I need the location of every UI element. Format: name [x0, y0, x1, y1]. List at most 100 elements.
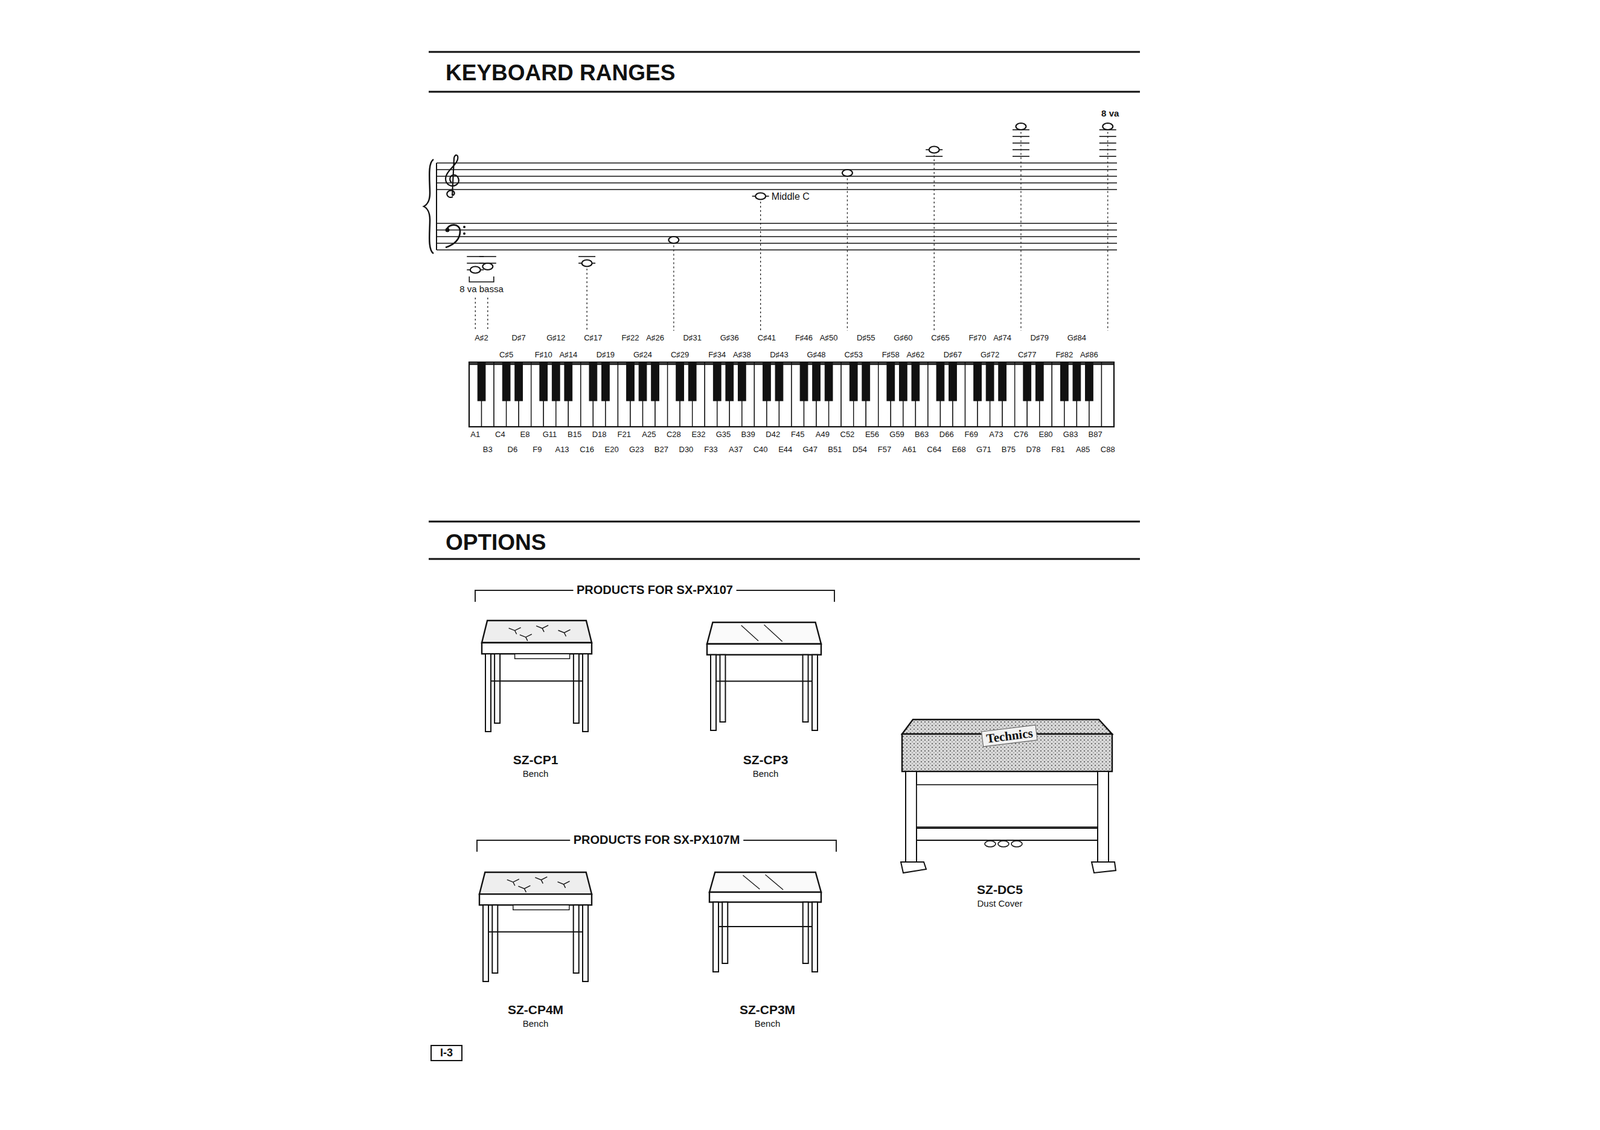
- dotted-guide-line: [673, 245, 674, 332]
- black-key: [676, 362, 685, 401]
- whole-note: [755, 193, 766, 200]
- key-label: D♯55: [856, 333, 875, 343]
- bench-seat: [481, 643, 592, 654]
- model-number: SZ-CP3: [743, 752, 789, 768]
- key-label: F♯82: [1055, 350, 1073, 360]
- keyboard-outline: [469, 363, 1114, 366]
- key-label: D♯7: [512, 333, 526, 343]
- black-key: [515, 362, 523, 401]
- key-label: D♯31: [683, 333, 702, 343]
- cushion-tuft: [536, 625, 549, 633]
- black-key: [737, 362, 746, 401]
- bench-knob: [515, 653, 570, 659]
- black-key: [1023, 362, 1032, 401]
- key-label: G♯36: [720, 333, 740, 343]
- bench-leg: [483, 905, 489, 982]
- key-label: G♯60: [893, 333, 913, 343]
- black-key: [775, 362, 784, 401]
- piano-leg: [1097, 771, 1109, 863]
- black-key: [725, 362, 734, 401]
- key-label: A♯26: [646, 333, 665, 343]
- key-label: E20: [604, 445, 619, 455]
- key-label: D66: [939, 430, 954, 440]
- black-key: [713, 362, 721, 401]
- bench-stretcher: [490, 680, 583, 682]
- key-label: D30: [678, 445, 694, 455]
- cushion-tuft: [519, 634, 532, 642]
- key-label: A♯14: [559, 350, 578, 360]
- key-label: G♯24: [633, 350, 653, 360]
- whole-note: [582, 260, 593, 267]
- black-key: [763, 362, 772, 401]
- black-key: [539, 362, 548, 401]
- group-heading: PRODUCTS FOR SX-PX107M: [569, 832, 744, 848]
- key-label: D78: [1026, 445, 1041, 455]
- bench-stretcher: [488, 931, 583, 933]
- piano-leg: [905, 771, 917, 863]
- product-description: Bench: [522, 1018, 549, 1029]
- piano-foot: [1091, 862, 1116, 874]
- key-label: E68: [952, 445, 967, 455]
- bench-leg: [710, 655, 717, 731]
- key-label: C76: [1013, 430, 1029, 440]
- black-key: [502, 362, 511, 401]
- black-key: [638, 362, 647, 401]
- bass-clef-symbol: [463, 225, 466, 229]
- key-label: B27: [654, 445, 669, 455]
- bench-leg: [812, 655, 818, 731]
- piano-pedal: [984, 841, 996, 848]
- key-label: A13: [554, 445, 569, 455]
- product-group-bracket: PRODUCTS FOR SX-PX107M: [476, 839, 837, 852]
- key-label: B15: [567, 430, 582, 440]
- note-annotation: Middle C: [771, 191, 810, 203]
- product-description: Bench: [754, 1018, 781, 1029]
- whole-note: [482, 263, 493, 270]
- key-label: F81: [1051, 445, 1065, 455]
- key-label: A49: [815, 430, 830, 440]
- key-label: D6: [507, 445, 519, 455]
- bench-knob: [513, 905, 570, 910]
- key-label: F♯10: [534, 350, 553, 360]
- bench-stretcher: [718, 926, 813, 928]
- key-label: A85: [1075, 445, 1090, 455]
- black-key: [1060, 362, 1069, 401]
- key-label: C♯29: [670, 350, 689, 360]
- key-label: C♯41: [757, 333, 776, 343]
- black-key: [998, 362, 1007, 401]
- bench-seat: [709, 872, 822, 893]
- section-heading: KEYBOARD RANGES: [445, 60, 676, 87]
- bench-leg: [803, 902, 809, 965]
- key-label: F57: [877, 445, 892, 455]
- key-label: C♯53: [844, 350, 863, 360]
- key-label: F♯58: [882, 350, 900, 360]
- heading-rule: [428, 521, 1140, 523]
- key-label: G59: [889, 430, 905, 440]
- black-key: [601, 362, 610, 401]
- black-key: [949, 362, 957, 401]
- bench-seat: [479, 872, 592, 895]
- ledger-line: [1099, 155, 1117, 157]
- piano-foot: [900, 862, 927, 874]
- black-key: [651, 362, 660, 401]
- key-label: A♯2: [474, 333, 488, 343]
- key-label: A♯62: [906, 350, 925, 360]
- key-label: F45: [790, 430, 805, 440]
- cushion-tuft: [508, 627, 522, 635]
- key-label: A♯74: [993, 333, 1012, 343]
- dotted-guide-line: [487, 297, 488, 331]
- octave-marking: 8 va: [1101, 108, 1119, 119]
- grand-staff-brace: [423, 159, 434, 254]
- pedal-board: [916, 828, 1098, 841]
- bench-leg: [722, 902, 728, 965]
- page-number: I-3: [430, 1045, 463, 1062]
- black-key: [849, 362, 858, 401]
- bench-leg: [582, 653, 589, 732]
- black-key: [589, 362, 598, 401]
- key-label: D18: [592, 430, 607, 440]
- model-number: SZ-CP3M: [739, 1002, 796, 1018]
- key-label: A61: [902, 445, 917, 455]
- bench-leg: [582, 905, 589, 982]
- key-label: A25: [641, 430, 656, 440]
- dotted-guide-line: [475, 297, 476, 331]
